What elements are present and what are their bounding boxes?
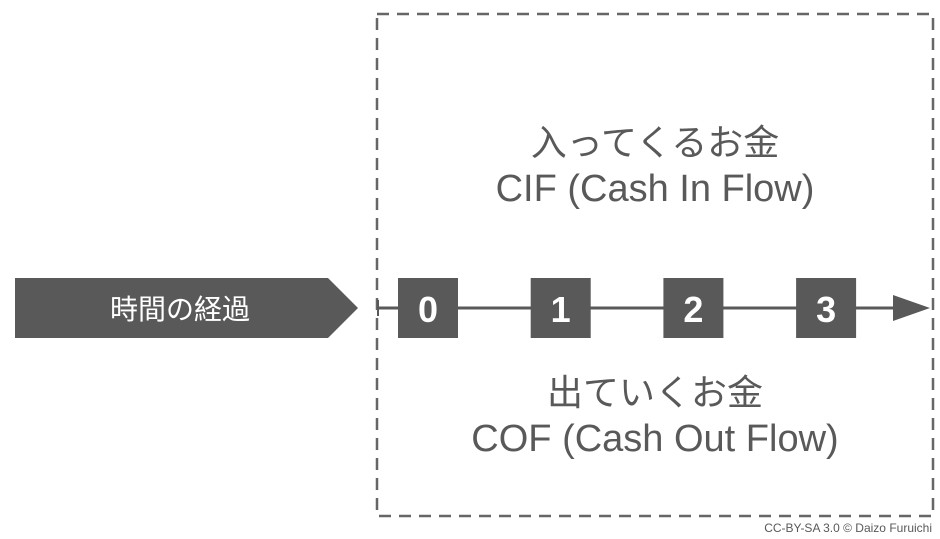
period-box-1 xyxy=(530,278,591,338)
period-label: 2 xyxy=(683,289,703,330)
outflow-title-jp: 出ていくお金 xyxy=(546,372,763,413)
credit-text: CC-BY-SA 3.0 © Daizo Furuichi xyxy=(764,521,932,535)
time-arrow-label: 時間の経過 xyxy=(109,294,250,325)
inflow-title-jp: 入ってくるお金 xyxy=(530,122,780,163)
period-label: 3 xyxy=(816,289,836,330)
cash-flow-dashed-box xyxy=(375,12,935,518)
time-arrow-shape xyxy=(15,278,358,338)
outflow-title-en: COF (Cash Out Flow) xyxy=(471,418,839,460)
timeline-arrowhead-icon xyxy=(893,295,930,321)
period-label: 0 xyxy=(418,289,438,330)
inflow-title-en: CIF (Cash In Flow) xyxy=(495,168,815,210)
period-box-0 xyxy=(398,278,458,338)
period-box-2 xyxy=(663,278,724,338)
period-label: 1 xyxy=(551,289,571,330)
period-box-3 xyxy=(796,278,857,338)
